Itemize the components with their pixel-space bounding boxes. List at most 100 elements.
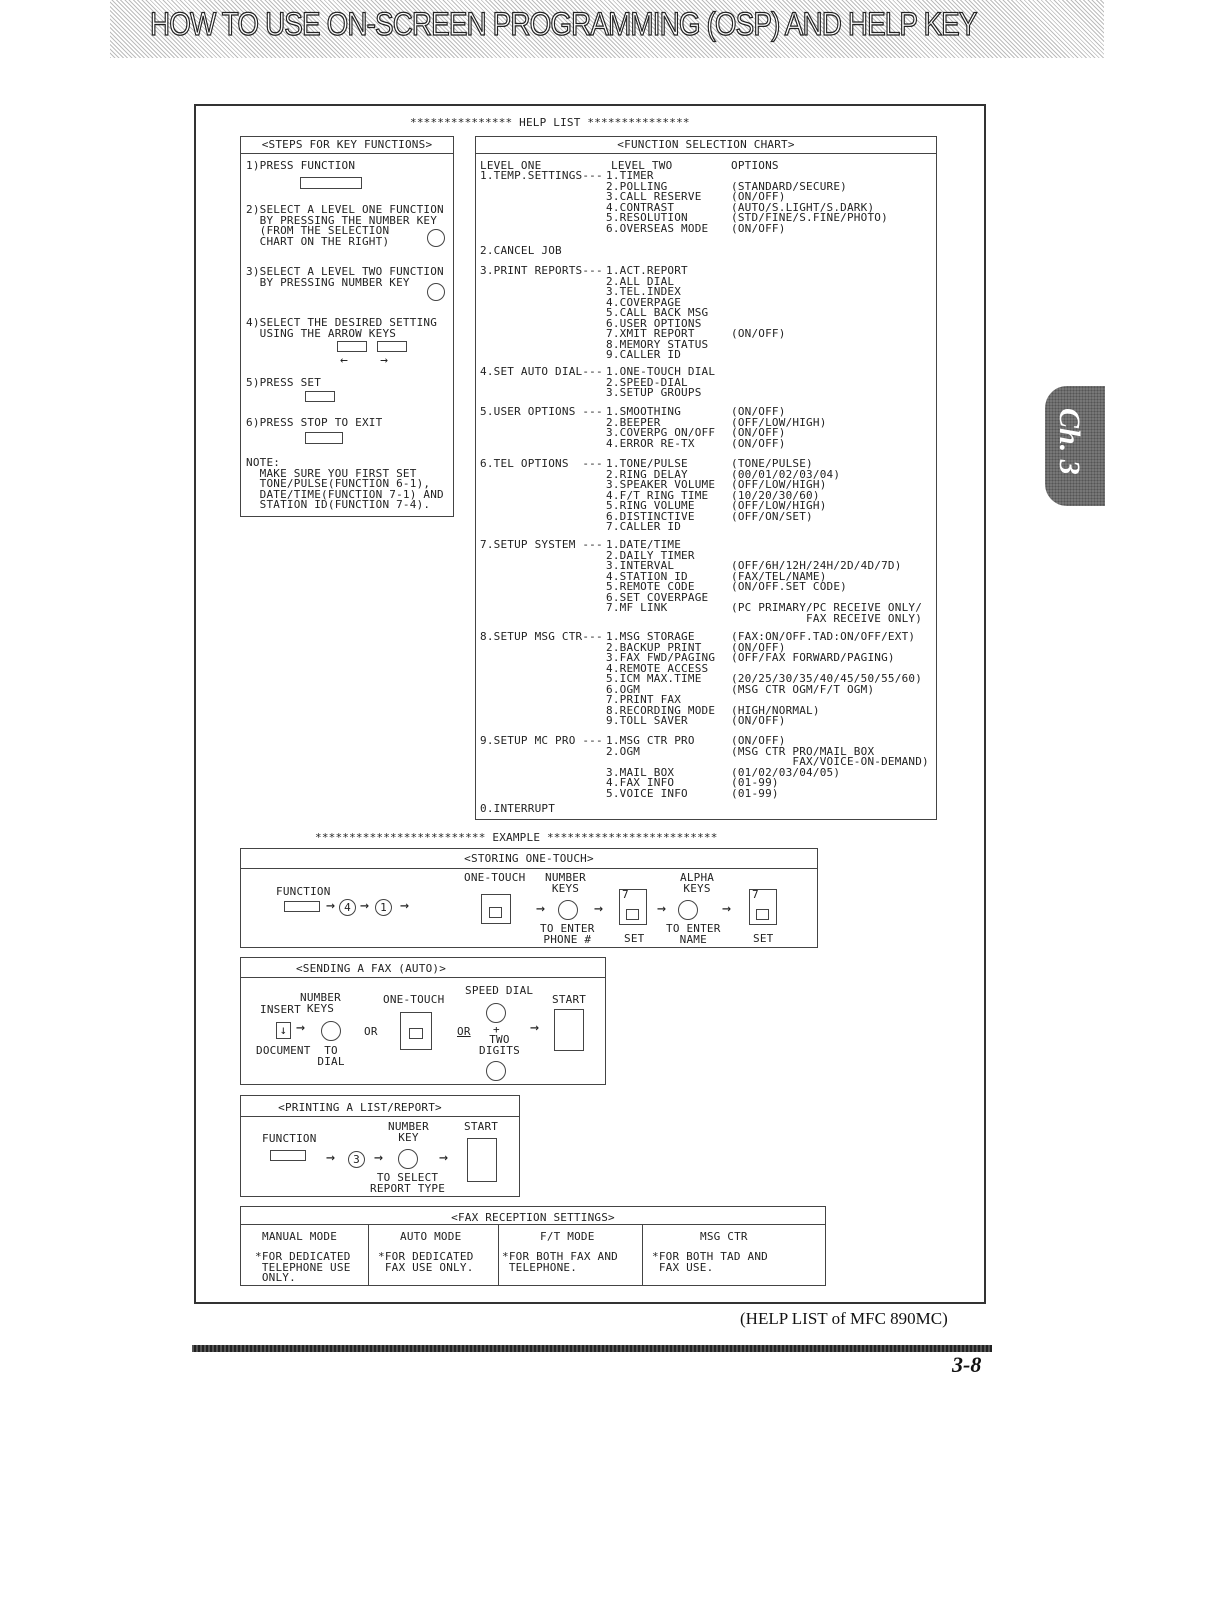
sending-fax-box [240,957,606,1085]
level-one-item: 3.PRINT REPORTS--- [480,264,603,277]
key-7-label: 7 [752,888,759,901]
level-two-items: 1.TONE/PULSE 2.RING DELAY 3.SPEAKER VOLU… [606,457,716,533]
step-4: 4)SELECT THE DESIRED SETTING USING THE A… [246,316,438,340]
level-one-item: 6.TEL OPTIONS --- [480,457,603,470]
step-3: 3)SELECT A LEVEL TWO FUNCTION BY PRESSIN… [246,265,444,289]
storing-title: <STORING ONE-TOUCH> [464,852,594,865]
help-list-title: *************** HELP LIST **************… [410,116,690,129]
set-key-icon [305,391,335,402]
one-touch-button-icon [489,907,502,918]
options-items: (STANDARD/SECURE) (ON/OFF) (AUTO/S.LIGHT… [731,179,888,235]
options-items: (TONE/PULSE) (00/01/02/03/04) (OFF/LOW/H… [731,457,841,523]
sending-title: <SENDING A FAX (AUTO)> [295,962,447,975]
level-two-items: 1.DATE/TIME 2.DAILY TIMER 3.INTERVAL 4.S… [606,538,709,614]
one-touch-label: ONE-TOUCH [383,993,445,1006]
arrow-icon: → [722,899,732,917]
reception-col-divider [498,1224,499,1286]
step-5: 5)PRESS SET [246,376,322,389]
steps-divider [240,153,454,154]
number-key-icon [427,229,445,247]
page-title: HOW TO USE ON-SCREEN PROGRAMMING (OSP) A… [149,5,978,42]
insert-label: INSERT [260,1003,301,1016]
start-label: START [464,1120,499,1133]
help-list-frame [194,104,986,1304]
header-banner [110,0,1104,58]
one-touch-label: ONE-TOUCH [464,871,526,884]
stop-key-icon [305,432,343,444]
document-icon: ↓ [276,1022,291,1039]
enter-phone-label: TO ENTER PHONE # [540,922,595,946]
number-key-label: NUMBER KEY [388,1120,429,1144]
or-label: OR [457,1025,471,1038]
plus-label: + [493,1023,500,1036]
ft-mode-head: F/T MODE [540,1230,595,1243]
number-key-icon [321,1021,341,1041]
level-two-items: 1.MSG STORAGE 2.BACKUP PRINT 3.FAX FWD/P… [606,630,716,727]
manual-mode-head: MANUAL MODE [262,1230,338,1243]
level-one-item: 7.SETUP SYSTEM --- [480,538,603,551]
number-key-icon [558,900,578,920]
step-2: 2)SELECT A LEVEL ONE FUNCTION BY PRESSIN… [246,203,444,248]
chart-title: <FUNCTION SELECTION CHART> [617,138,795,151]
function-chart-box [475,136,937,820]
level-two-items: 1.MSG CTR PRO 2.OGM 3.MAIL BOX 4.FAX INF… [606,734,695,800]
msg-ctr-desc: *FOR BOTH TAD AND FAX USE. [652,1250,768,1274]
level-one-item: 1.TEMP.SETTINGS--- [480,169,603,182]
ft-mode-desc: *FOR BOTH FAX AND TELEPHONE. [502,1250,618,1274]
arrow-icon: → [326,896,336,914]
arrow-icon: → [374,1148,384,1166]
speed-dial-label: SPEED DIAL [465,984,534,997]
chart-head-level-two: LEVEL TWO [611,159,673,172]
function-key-icon [284,901,320,912]
arrow-icon: → [360,896,370,914]
level-two-items: 1.TIMER 2.POLLING 3.CALL RESERVE 4.CONTR… [606,169,709,235]
level-one-item: 9.SETUP MC PRO --- [480,734,603,747]
enter-name-label: TO ENTER NAME [666,922,721,946]
arrow-icon: → [536,899,546,917]
start-label: START [552,993,587,1006]
printing-divider [240,1116,520,1117]
level-two-items: 1.ACT.REPORT 2.ALL DIAL 3.TEL.INDEX 4.CO… [606,264,709,361]
start-key-icon [554,1009,584,1051]
level-one-item: 4.SET AUTO DIAL--- [480,365,603,378]
set-label: SET [753,932,774,945]
right-arrow-key-icon [377,341,407,352]
arrow-icon: → [530,1018,540,1036]
arrow-icon: → [439,1148,449,1166]
two-digits-label: TWO DIGITS [479,1033,520,1057]
level-one-item: 0.INTERRUPT [480,802,556,815]
options-items: (ON/OFF) (MSG CTR PRO/MAIL BOX FAX/VOICE… [731,734,929,800]
sending-divider [240,977,606,978]
number-key-4-icon: 4 [339,899,356,916]
document-dial-label: DOCUMENT TO DIAL [256,1044,345,1068]
set-button-icon [756,909,769,920]
printing-report-box [240,1095,520,1197]
set-key-7-icon [749,889,777,925]
number-key-1-icon: 1 [375,899,392,916]
number-key-icon [486,1061,506,1081]
msg-ctr-head: MSG CTR [700,1230,748,1243]
level-one-item: 5.USER OPTIONS --- [480,405,603,418]
one-touch-key-icon [400,1012,432,1050]
level-one-item: 2.CANCEL JOB [480,244,562,257]
auto-mode-desc: *FOR DEDICATED FAX USE ONLY. [378,1250,474,1274]
step-1: 1)PRESS FUNCTION [246,159,356,172]
level-two-items: 1.SMOOTHING 2.BEEPER 3.COVERPG ON/OFF 4.… [606,405,716,450]
arrow-keys-label: ← → [340,353,389,368]
one-touch-key-icon [481,894,511,924]
options-items: (ON/OFF) (OFF/LOW/HIGH) (ON/OFF) (ON/OFF… [731,405,827,450]
arrow-icon: → [326,1148,336,1166]
chapter-tab-label: Ch. 3 [1053,408,1086,475]
select-report-label: TO SELECT REPORT TYPE [370,1171,446,1195]
manual-mode-desc: *FOR DEDICATED TELEPHONE USE ONLY. [255,1250,351,1284]
page-number: 3-8 [952,1352,982,1377]
set-key-7-icon [619,889,647,925]
steps-box [240,136,454,517]
set-label: SET [624,932,645,945]
step-6: 6)PRESS STOP TO EXIT [246,416,383,429]
level-two-items: 1.ONE-TOUCH DIAL 2.SPEED-DIAL 3.SETUP GR… [606,365,716,399]
arrow-icon: → [594,899,604,917]
left-arrow-key-icon [337,341,367,352]
options-items: (FAX:ON/OFF.TAD:ON/OFF/EXT) (ON/OFF) (OF… [731,630,923,727]
printing-title: <PRINTING A LIST/REPORT> [278,1101,442,1114]
